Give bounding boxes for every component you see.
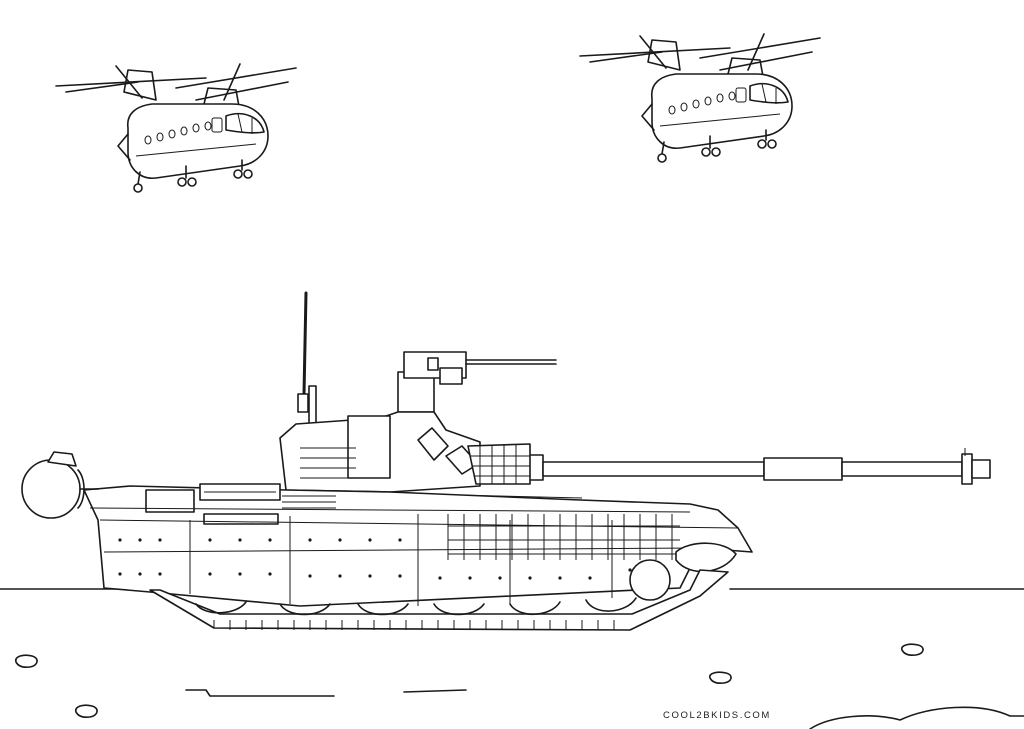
tank-main-gun: [480, 448, 990, 484]
tank-machine-gun: [398, 352, 556, 412]
tank-rear-drum: [22, 452, 98, 518]
tank: [22, 293, 990, 630]
helicopter-right: [579, 33, 821, 163]
tank-turret: [280, 412, 582, 498]
tank-hull: [84, 484, 752, 606]
helicopter-left: [55, 63, 297, 193]
tank-tracks: [150, 560, 728, 630]
ground-details: [16, 644, 1024, 729]
site-credit: COOL2BKIDS.COM: [663, 710, 771, 721]
